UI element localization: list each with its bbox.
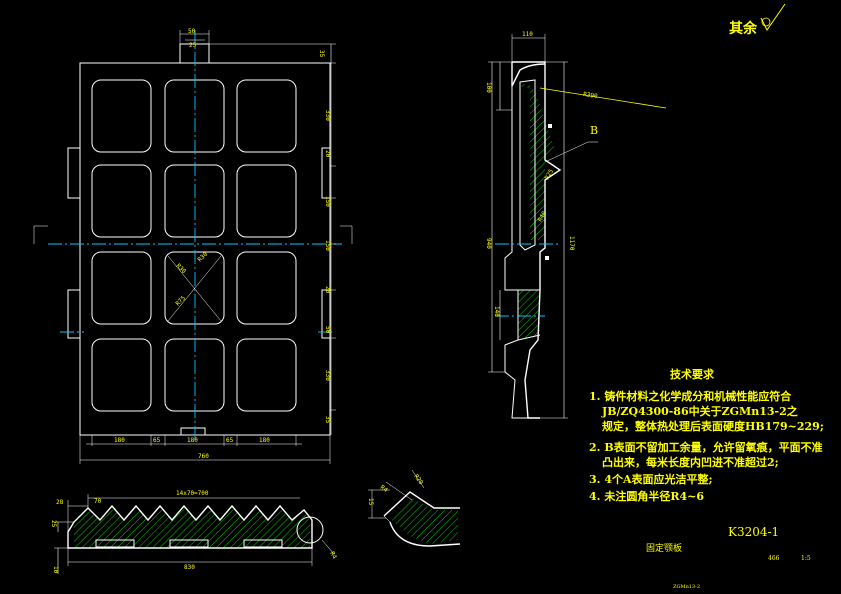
bottom-dim-r1: R4 bbox=[328, 551, 338, 561]
bottom-dim-total: 830 bbox=[184, 564, 195, 571]
tech-item-6: 3. 4个A表面应光洁平整; bbox=[589, 472, 713, 486]
side-dim-rc: R40 bbox=[537, 210, 549, 223]
dim-total: 760 bbox=[198, 453, 209, 460]
front-view bbox=[33, 30, 353, 464]
part-name: 固定颚板 bbox=[646, 542, 682, 554]
dim-r1: 35 bbox=[318, 50, 325, 58]
bottom-profile-dim-text: 28 70 14x70=700 830 10 25 R4 bbox=[50, 490, 338, 574]
side-dim-ra: R390 bbox=[583, 91, 599, 100]
tech-item-2: JB/ZQ4300-86中关于ZGMn13-2之 bbox=[601, 404, 798, 418]
dim-r9: 35 bbox=[324, 416, 331, 424]
detail-view bbox=[368, 469, 461, 547]
dim-r6: 20 bbox=[324, 286, 331, 294]
side-view-dim-text: 110 100 940 140 1170 R390 R25 R40 B bbox=[485, 31, 598, 317]
side-dim-h3: 140 bbox=[493, 306, 500, 317]
tech-title: 技术要求 bbox=[670, 367, 715, 381]
dim-top-w1: 50 bbox=[188, 28, 196, 35]
tech-item-4: 2. B表面不留加工余量，允许留氧痕，平面不准 bbox=[589, 440, 823, 454]
dim-r2: 330 bbox=[324, 110, 331, 121]
bottom-dim-h1: 10 bbox=[52, 566, 59, 574]
tech-item-3: 规定，整体热处理后表面硬度HB179~229; bbox=[602, 419, 824, 433]
dim-r3: 20 bbox=[324, 150, 331, 158]
dim-r5: 150 bbox=[324, 240, 331, 251]
drawing-scale: 1:5 bbox=[801, 555, 811, 562]
pocket-grid bbox=[91, 79, 297, 412]
side-view bbox=[488, 34, 667, 419]
dim-b3: 180 bbox=[187, 437, 198, 444]
bottom-dim-h2: 25 bbox=[50, 520, 57, 528]
drawing-code: K3204-1 bbox=[728, 525, 779, 539]
side-dim-top: 110 bbox=[522, 31, 533, 38]
bottom-dim-d1: 28 bbox=[56, 499, 64, 506]
roughness-text: 其余 bbox=[729, 20, 758, 37]
roughness-check-icon bbox=[760, 3, 786, 31]
side-dim-h2: 940 bbox=[485, 238, 492, 249]
dim-r8: 330 bbox=[324, 370, 331, 381]
dim-r4: 150 bbox=[324, 196, 331, 207]
dim-b1: 180 bbox=[114, 437, 125, 444]
tech-requirements: 技术要求 1. 铸件材料之化学成分和机械性能应符合 JB/ZQ4300-86中关… bbox=[589, 367, 824, 503]
bottom-profile-view bbox=[54, 494, 335, 574]
tech-item-7: 4. 未注圆角半径R4~6 bbox=[589, 489, 704, 503]
title-block: K3204-1 固定颚板 466 1:5 ZGMn13-2 bbox=[646, 525, 811, 590]
dim-d3: R75 bbox=[174, 295, 187, 308]
part-weight: 466 bbox=[768, 555, 780, 562]
detail-dim-d3: R20 bbox=[412, 473, 424, 486]
tech-item-5: 凸出来，每米长度内凹进不准超过2; bbox=[602, 455, 779, 469]
section-label-b: B bbox=[590, 124, 598, 137]
tech-item-1: 1. 铸件材料之化学成分和机械性能应符合 bbox=[589, 389, 792, 403]
bottom-dim-pitch: 14x70=700 bbox=[176, 490, 209, 497]
dim-b4: 65 bbox=[226, 437, 234, 444]
dim-b5: 180 bbox=[259, 437, 270, 444]
dim-r7: 50 bbox=[324, 326, 331, 334]
bottom-dim-d2: 70 bbox=[94, 498, 102, 505]
dim-top-w2: 25 bbox=[189, 42, 197, 49]
part-material: ZGMn13-2 bbox=[673, 584, 700, 590]
roughness-circle-icon bbox=[761, 17, 771, 27]
side-dim-rb: R25 bbox=[544, 168, 556, 181]
side-dim-total: 1170 bbox=[568, 236, 575, 251]
roughness-symbol: 其余 bbox=[729, 3, 786, 37]
dim-b2: 65 bbox=[153, 437, 161, 444]
dim-d1: R30 bbox=[175, 262, 188, 275]
detail-dim-d2: R4 bbox=[379, 484, 389, 494]
side-dim-h1: 100 bbox=[485, 82, 492, 93]
detail-dim-d1: 15 bbox=[367, 498, 374, 506]
